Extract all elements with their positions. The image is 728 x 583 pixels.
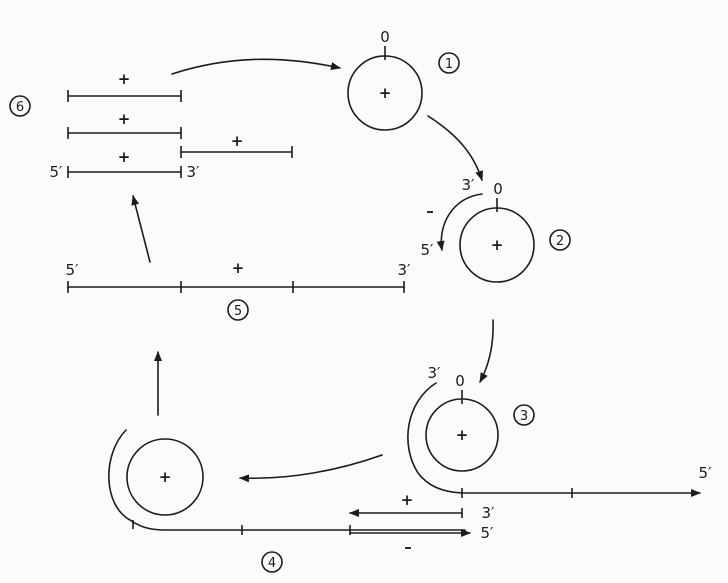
rolling-tail-strand [407,382,701,497]
plus-strand-label-2: + [491,236,504,254]
fragment-1: + [67,70,182,102]
step-circle-6 [9,95,31,117]
arrow-2-to-3 [479,319,494,383]
step-circle-1 [438,52,460,74]
step-number-1: 1 [445,57,453,72]
five-prime-label-4: 5′ [481,524,495,542]
five-prime-label-5: 5′ [66,261,80,279]
fragment-1-plus: + [118,70,131,88]
step-marker-1: 1 [438,52,460,74]
fragment-4: + 5′ 3′ [50,148,201,181]
plus-strand-label-3: + [456,426,469,444]
origin-label-3: 0 [455,372,465,390]
minus-strand-label-4: – [404,538,412,556]
arrow-5-to-6 [131,195,151,263]
stage-6-fragments: + + + + 5′ 3′ 6 [9,70,293,181]
step-number-4: 4 [268,556,276,571]
step-marker-5: 5 [227,299,249,321]
stage-5-linear: 5′ + 3′ 5 [66,259,412,321]
three-prime-label-4: 3′ [482,504,496,522]
stage-4-circle: + 4 [108,429,466,573]
origin-label-2: 0 [493,180,503,198]
origin-label-1: 0 [380,28,390,46]
step-number-6: 6 [16,100,24,115]
stage-2-circle: 0 + 3′ – 5′ 2 [421,176,571,283]
arrow-1-to-2 [427,115,484,181]
three-prime-label-3: 3′ [428,364,442,382]
fragment-3-plus: + [231,132,244,150]
fragment-3: + [180,132,293,158]
five-prime-label-2: 5′ [421,241,435,259]
arrow-3-to-4 [239,454,383,483]
displaced-strand-arrow [436,193,483,251]
step-circle-3 [513,404,535,426]
plus-strand-label-6: + [232,259,245,277]
stage-1-circle: 0 + 1 [347,28,460,131]
minus-strand-label-2: – [426,202,434,220]
plus-strand-label-4: + [401,491,414,509]
step-marker-3: 3 [513,404,535,426]
outer-arc-strand [108,429,466,531]
three-prime-label-6: 3′ [187,163,201,181]
three-prime-label-2: 3′ [462,176,476,194]
step-number-2: 2 [556,234,564,249]
arrow-6-to-1 [171,58,341,75]
step-circle-4 [261,551,283,573]
stage-3-circle: 0 + 3′ 5′ 3 + 3′ 5′ – [349,364,713,556]
plus-strand-label-5: + [159,468,172,486]
five-prime-label-3: 5′ [699,464,713,482]
fragment-4-plus: + [118,148,131,166]
fragment-2-plus: + [118,110,131,128]
five-prime-label-6: 5′ [50,163,64,181]
step-number-5: 5 [234,304,242,319]
step-circle-5 [227,299,249,321]
plus-strand-label-1: + [379,84,392,102]
step-marker-2: 2 [549,229,571,251]
fragment-2: + [67,110,182,139]
step-circle-2 [549,229,571,251]
step-marker-4: 4 [261,551,283,573]
step-marker-6: 6 [9,95,31,117]
plasmid-circle-4 [126,438,204,516]
step-number-3: 3 [520,409,528,424]
three-prime-label-5: 3′ [398,261,412,279]
